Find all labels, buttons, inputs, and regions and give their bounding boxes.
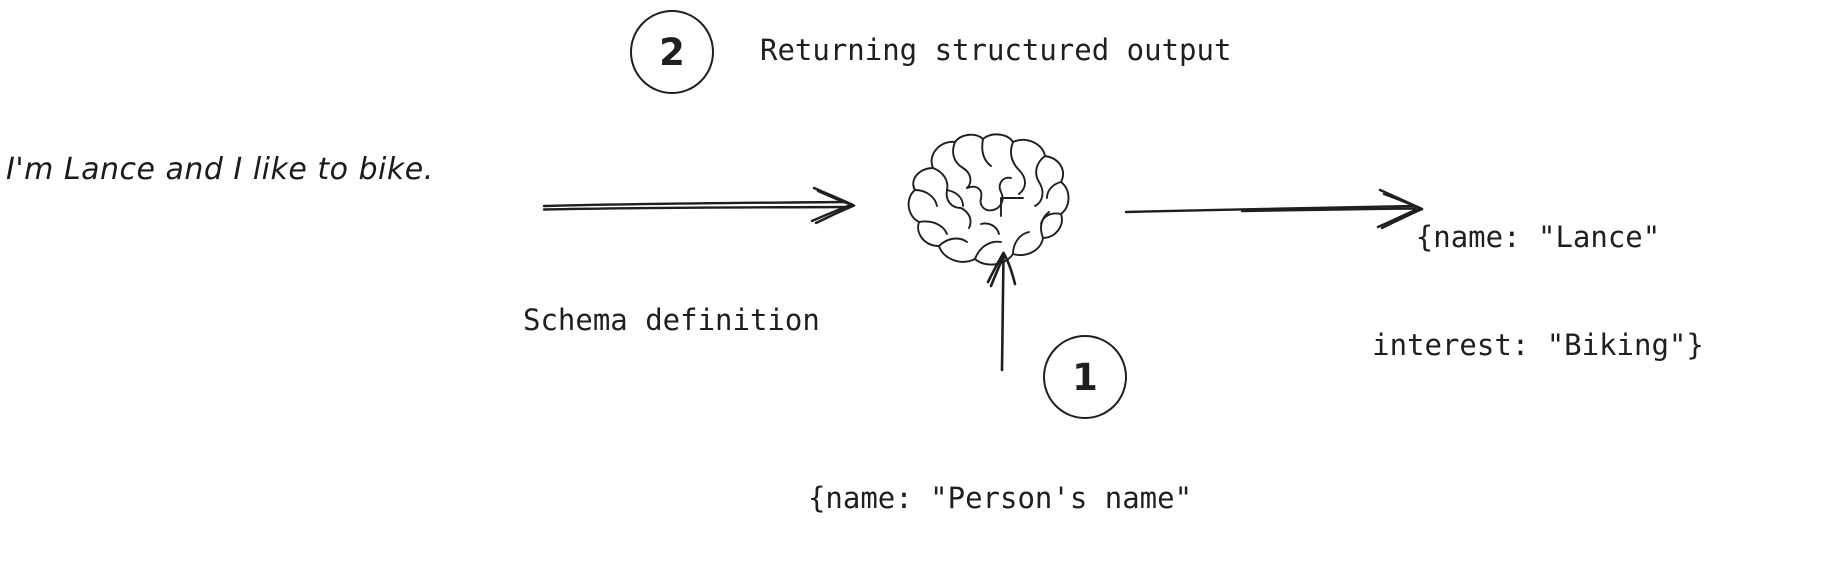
step-2-number: 2	[659, 30, 685, 74]
input-to-brain-arrow	[540, 178, 870, 234]
brain-to-output-arrow	[1122, 182, 1432, 236]
step-1-label: Schema definition	[523, 303, 820, 337]
step-1-circle: 1	[1043, 335, 1127, 419]
schema-definition-text: {name: "Person's name" interest: "Person…	[540, 408, 1460, 566]
schema-line-1: {name: "Person's name"	[807, 481, 1193, 515]
input-utterance-text: I'm Lance and I like to bike.	[6, 152, 434, 187]
output-line-1: {name: "Lance"	[1415, 220, 1661, 254]
brain-icon	[895, 128, 1085, 288]
step-2-label: Returning structured output	[760, 33, 1232, 67]
step-2-circle: 2	[630, 10, 714, 94]
schema-to-brain-arrow	[978, 250, 1038, 372]
structured-output-text: {name: "Lance" interest: "Biking"}	[1238, 147, 1838, 435]
step-1-number: 1	[1072, 355, 1098, 399]
output-line-2: interest: "Biking"}	[1372, 328, 1704, 362]
